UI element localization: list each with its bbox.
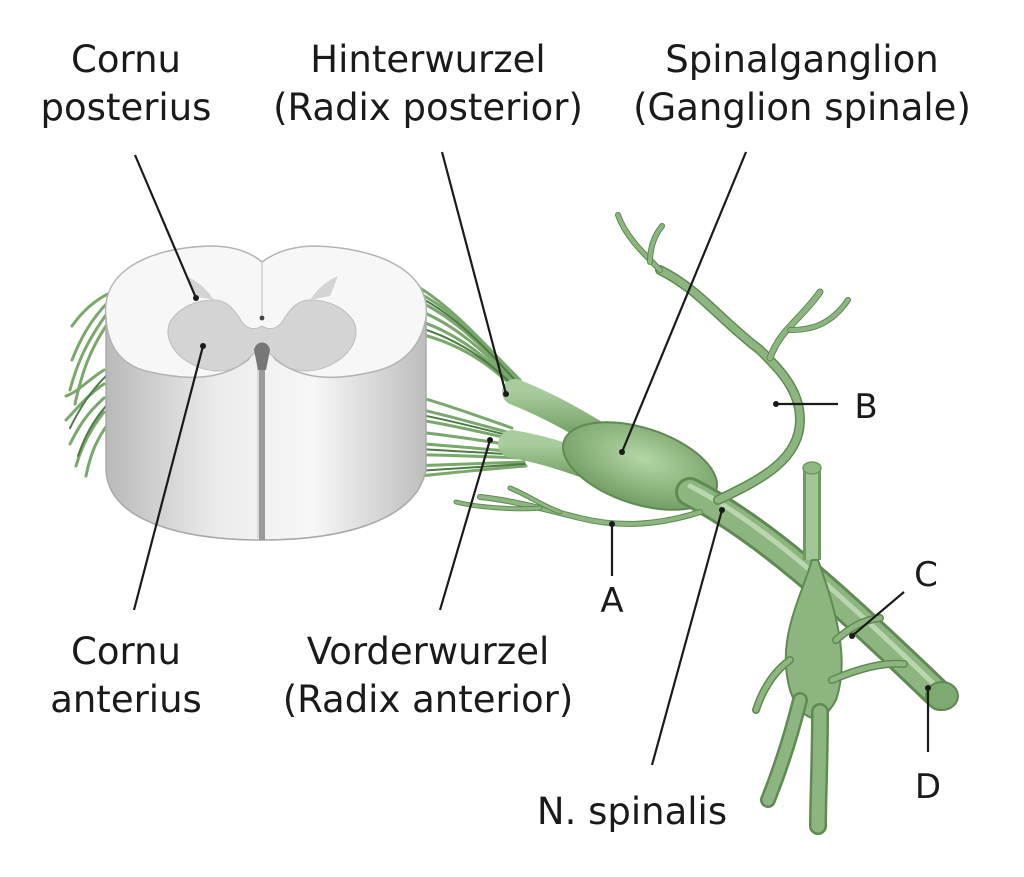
- label-spinalganglion-line2: (Ganglion spinale): [633, 86, 971, 129]
- label-cornu-anterius-line2: anterius: [50, 678, 202, 721]
- label-vorderwurzel-line1: Vorderwurzel: [307, 630, 550, 673]
- leader-spinalganglion: [620, 151, 748, 453]
- label-cornu-posterius-line2: posterius: [41, 86, 212, 129]
- leader-vorderwurzel: [438, 439, 492, 611]
- label-letter-c: C: [914, 555, 938, 595]
- spinal-cord: [104, 245, 428, 541]
- leader-lines: [132, 151, 931, 766]
- ramus-meningeus-branch: [453, 485, 703, 527]
- label-spinalganglion-line1: Spinalganglion: [665, 38, 938, 81]
- label-letter-a: A: [600, 581, 623, 621]
- text-labels: Cornu posterius Hinterwurzel (Radix post…: [41, 38, 971, 833]
- label-letter-d: D: [915, 767, 941, 807]
- label-hinterwurzel-line2: (Radix posterior): [273, 86, 583, 129]
- label-n-spinalis: N. spinalis: [537, 790, 727, 833]
- left-rootlets: [64, 290, 114, 478]
- leader-c: [851, 591, 905, 637]
- label-cornu-posterius-line1: Cornu: [71, 38, 181, 81]
- label-vorderwurzel-line2: (Radix anterior): [283, 678, 574, 721]
- leader-n-spinalis: [650, 509, 724, 766]
- ramus-posterior-branch: [615, 212, 851, 505]
- leader-hinterwurzel: [440, 151, 508, 395]
- leader-cornu-posterius: [133, 154, 198, 299]
- leader-cornu-anterius: [132, 345, 205, 611]
- label-cornu-anterius-line1: Cornu: [71, 630, 181, 673]
- label-hinterwurzel-line1: Hinterwurzel: [310, 38, 545, 81]
- sympathetic-trunk: [752, 461, 908, 835]
- label-letter-b: B: [854, 387, 877, 427]
